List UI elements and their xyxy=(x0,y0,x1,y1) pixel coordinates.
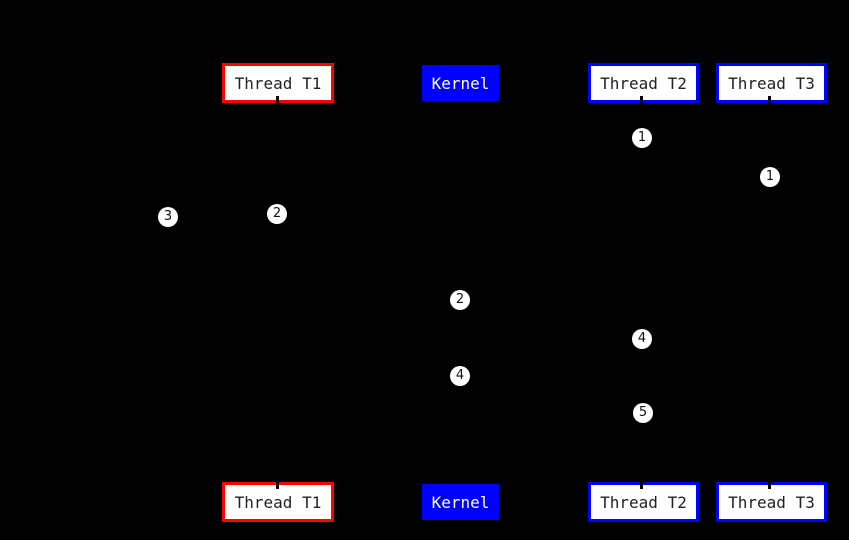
participant-thread-t3-top: Thread T3 xyxy=(716,63,827,103)
participant-kernel-bottom: Kernel xyxy=(422,484,499,520)
lifeline-tick xyxy=(276,96,279,103)
lifeline-tick xyxy=(640,96,643,103)
step-circle-4-thread-t2: 4 xyxy=(632,329,652,349)
lifeline-tick xyxy=(768,482,771,489)
lifeline-tick xyxy=(640,482,643,489)
step-circle-4-kernel: 4 xyxy=(450,366,470,386)
participant-label: Kernel xyxy=(431,492,490,512)
lifeline-thread-t3 xyxy=(769,103,771,482)
participant-label: Thread T3 xyxy=(728,492,815,512)
step-circle-1-thread-t3: 1 xyxy=(760,167,780,187)
participant-label: Thread T3 xyxy=(728,73,815,93)
participant-thread-t2-top: Thread T2 xyxy=(588,63,699,103)
participant-label: Thread T2 xyxy=(600,73,687,93)
participant-label: Thread T1 xyxy=(234,73,322,93)
participant-label: Thread T2 xyxy=(600,492,687,512)
participant-thread-t1-bottom: Thread T1 xyxy=(222,482,334,522)
step-circle-1-thread-t2: 1 xyxy=(632,128,652,148)
participant-label: Kernel xyxy=(431,73,490,93)
step-circle-2-thread-t1: 2 xyxy=(267,204,287,224)
step-circle-2-kernel: 2 xyxy=(450,290,470,310)
participant-kernel-top: Kernel xyxy=(422,65,499,101)
lifeline-thread-t2 xyxy=(641,103,643,482)
lifeline-thread-t1 xyxy=(276,103,278,482)
lifeline-tick xyxy=(276,482,279,489)
step-circle-3-left: 3 xyxy=(158,207,178,227)
participant-thread-t3-bottom: Thread T3 xyxy=(716,482,827,522)
step-circle-5-thread-t2: 5 xyxy=(633,403,653,423)
participant-thread-t2-bottom: Thread T2 xyxy=(588,482,699,522)
participant-label: Thread T1 xyxy=(234,492,322,512)
lifeline-tick xyxy=(768,96,771,103)
